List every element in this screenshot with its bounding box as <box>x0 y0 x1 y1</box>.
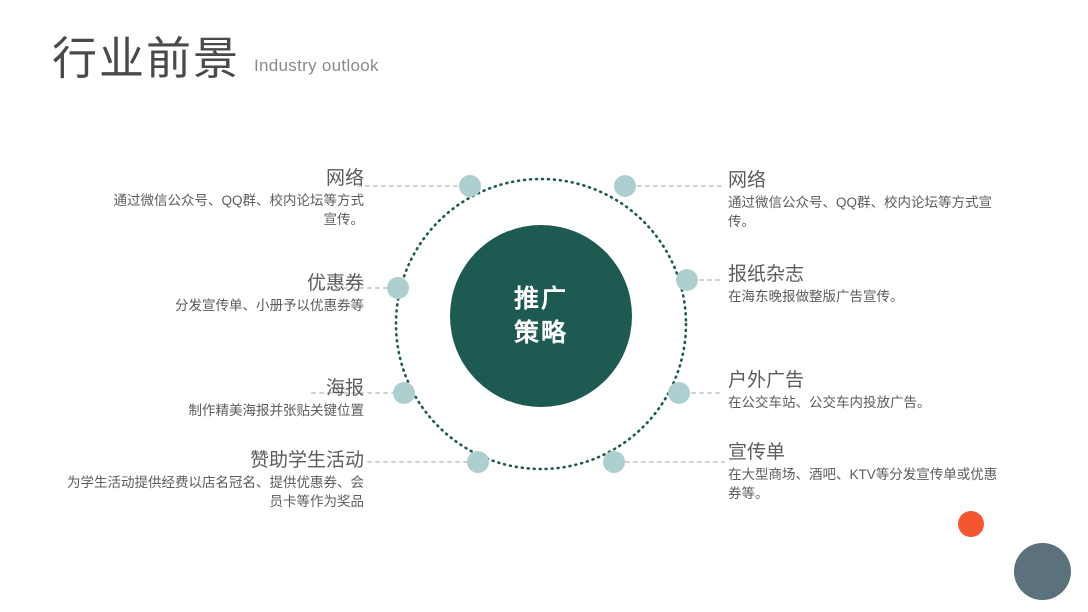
item-body: 通过微信公众号、QQ群、校内论坛等方式宣传。 <box>728 195 993 229</box>
item-heading: 网络 <box>325 168 364 189</box>
item-heading: 海报 <box>325 378 364 399</box>
list-item-right-newspaper[interactable]: 报纸杂志 在海东晚报做整版广告宣传。 <box>728 262 1006 306</box>
list-item-left-network[interactable]: 网络 通过微信公众号、QQ群、校内论坛等方式宣传。 <box>104 166 364 229</box>
list-item-right-network[interactable]: 网络 通过微信公众号、QQ群、校内论坛等方式宣传。 <box>728 168 1006 231</box>
list-item-left-coupon[interactable]: 优惠券 分发宣传单、小册予以优惠券等 <box>124 271 364 315</box>
page-title-en: Industry outlook <box>254 56 379 75</box>
item-body: 在大型商场、酒吧、KTV等分发宣传单或优惠券等。 <box>728 467 998 501</box>
item-body: 在公交车站、公交车内投放广告。 <box>728 395 931 410</box>
list-item-right-outdoor-ad[interactable]: 户外广告 在公交车站、公交车内投放广告。 <box>728 368 1006 412</box>
ring-node-right-outdoor[interactable] <box>668 382 690 404</box>
center-circle-line1: 推广 <box>513 285 568 313</box>
item-body: 在海东晚报做整版广告宣传。 <box>728 289 904 304</box>
ring-node-right-flyer[interactable] <box>603 451 625 473</box>
ring-node-left-coupon[interactable] <box>387 277 409 299</box>
item-body: 制作精美海报并张贴关键位置 <box>188 403 365 418</box>
item-body: 分发宣传单、小册予以优惠券等 <box>175 298 364 313</box>
orange-dot-decoration <box>958 511 984 537</box>
ring-node-left-sponsor[interactable] <box>467 451 489 473</box>
page-title: 行业前景 Industry outlook <box>52 34 379 84</box>
item-heading: 户外广告 <box>728 370 805 391</box>
item-body: 通过微信公众号、QQ群、校内论坛等方式宣传。 <box>113 193 364 227</box>
center-circle[interactable]: 推广 策略 <box>450 225 632 407</box>
item-heading: 报纸杂志 <box>728 264 805 285</box>
list-item-left-sponsorship[interactable]: 赞助学生活动 为学生活动提供经费以店名冠名、提供优惠券、会员卡等作为奖品 <box>56 448 364 511</box>
center-circle-line2: 策略 <box>513 319 568 347</box>
item-heading: 网络 <box>728 170 767 191</box>
item-heading: 优惠券 <box>306 273 364 294</box>
slate-dot-decoration <box>1014 543 1071 600</box>
ring-node-right-network[interactable] <box>614 175 636 197</box>
item-heading: 宣传单 <box>728 442 786 463</box>
ring-node-left-poster[interactable] <box>393 382 415 404</box>
ring-node-left-network[interactable] <box>459 175 481 197</box>
list-item-right-flyer[interactable]: 宣传单 在大型商场、酒吧、KTV等分发宣传单或优惠券等。 <box>728 440 1006 503</box>
item-body: 为学生活动提供经费以店名冠名、提供优惠券、会员卡等作为奖品 <box>67 475 364 509</box>
page-title-cn: 行业前景 <box>52 33 241 84</box>
ring-node-right-paper[interactable] <box>676 269 698 291</box>
item-heading: 赞助学生活动 <box>249 450 364 471</box>
list-item-left-poster[interactable]: 海报 制作精美海报并张贴关键位置 <box>116 376 365 420</box>
